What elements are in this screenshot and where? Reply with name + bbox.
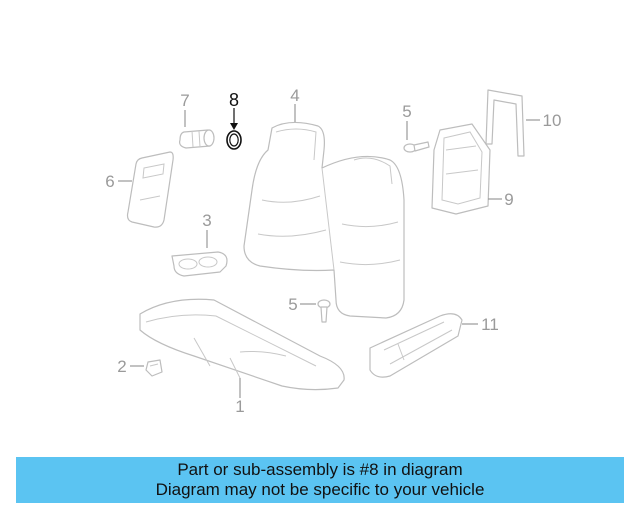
part-6-side-trim-panel xyxy=(126,151,174,228)
part-1-seat-cushion xyxy=(139,298,345,391)
callout-5-upper: 5 xyxy=(402,102,411,121)
callout-2: 2 xyxy=(117,357,126,376)
part-9-bracket xyxy=(431,123,491,215)
parts-diagram: 7 8 4 6 3 5 10 9 5 11 2 1 xyxy=(105,86,562,416)
callout-1: 1 xyxy=(235,397,244,416)
part-2-clip xyxy=(145,359,163,377)
part-4-seat-back xyxy=(243,121,405,319)
part-5-screw-upper xyxy=(403,141,430,153)
callout-4: 4 xyxy=(290,86,299,105)
banner-line-2: Diagram may not be specific to your vehi… xyxy=(155,480,485,499)
info-banner: Part or sub-assembly is #8 in diagram Di… xyxy=(16,457,624,503)
banner-line-1: Part or sub-assembly is #8 in diagram xyxy=(177,460,463,479)
part-8-ring xyxy=(226,130,242,150)
part-10-frame xyxy=(485,89,525,157)
part-3-cup-holder xyxy=(171,251,228,277)
callout-10: 10 xyxy=(543,111,562,130)
part-11-armrest-trim xyxy=(369,313,463,378)
leader-lines xyxy=(118,104,540,398)
callout-3: 3 xyxy=(202,211,211,230)
callout-6: 6 xyxy=(105,172,114,191)
callout-5-lower: 5 xyxy=(288,295,297,314)
callout-8-arrowhead xyxy=(230,123,238,130)
part-5-screw-lower xyxy=(317,299,331,323)
callout-7: 7 xyxy=(180,91,189,110)
callout-9: 9 xyxy=(504,190,513,209)
callout-8: 8 xyxy=(229,90,239,110)
callout-11: 11 xyxy=(481,315,499,334)
part-7-cylinder xyxy=(179,129,215,149)
